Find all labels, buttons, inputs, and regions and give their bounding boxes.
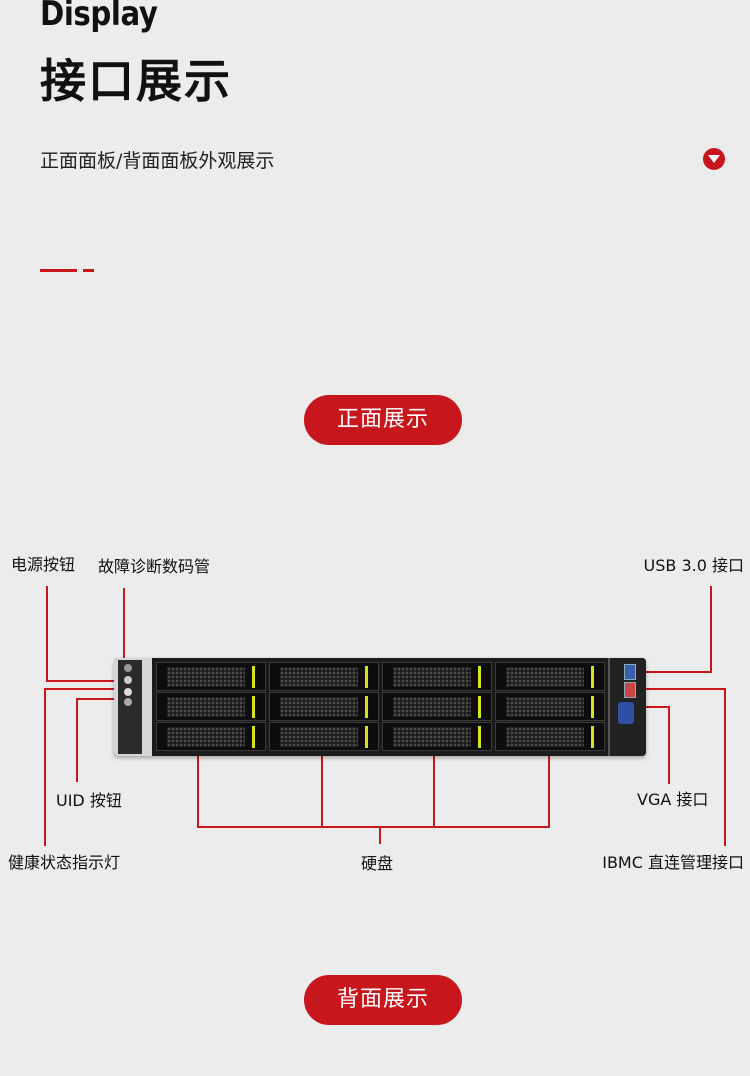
health-led-icon — [124, 688, 132, 696]
drive-bay[interactable] — [156, 722, 266, 751]
drive-bay[interactable] — [269, 692, 379, 721]
usb-port-icon[interactable] — [624, 664, 636, 680]
accent-line — [40, 269, 77, 272]
front-view-button[interactable]: 正面展示 — [304, 395, 462, 445]
rear-view-button[interactable]: 背面展示 — [304, 975, 462, 1025]
label-health-led: 健康状态指示灯 — [8, 853, 121, 872]
server-front-panel — [114, 658, 646, 756]
chevron-down-circle-icon[interactable] — [703, 148, 725, 170]
section-title: 接口展示 — [40, 54, 232, 108]
right-io-ear — [608, 658, 646, 756]
label-fault-display: 故障诊断数码管 — [98, 557, 211, 576]
label-usb-port: USB 3.0 接口 — [643, 556, 744, 575]
drive-bay[interactable] — [269, 662, 379, 691]
drive-bay[interactable] — [156, 692, 266, 721]
drive-bay[interactable] — [495, 692, 605, 721]
drive-bay[interactable] — [382, 692, 492, 721]
section-subtitle: 正面面板/背面面板外观展示 — [40, 150, 275, 172]
ibmc-port-icon[interactable] — [624, 682, 636, 698]
left-control-ear — [114, 658, 152, 756]
label-ibmc-port: IBMC 直连管理接口 — [602, 853, 744, 872]
vga-port-icon[interactable] — [618, 702, 634, 724]
drive-bay[interactable] — [495, 722, 605, 751]
label-uid-button: UID 按钮 — [56, 791, 122, 810]
power-button-icon[interactable] — [124, 676, 132, 684]
uid-button-icon[interactable] — [124, 698, 132, 706]
drive-bay[interactable] — [495, 662, 605, 691]
section-title-en: Display — [40, 0, 158, 34]
drive-bay[interactable] — [382, 662, 492, 691]
fault-display-icon — [124, 664, 132, 672]
label-disk: 硬盘 — [361, 854, 394, 873]
label-power-button: 电源按钮 — [11, 555, 76, 574]
drive-bay[interactable] — [156, 662, 266, 691]
drive-bay[interactable] — [382, 722, 492, 751]
label-vga-port: VGA 接口 — [637, 790, 709, 809]
drive-bay[interactable] — [269, 722, 379, 751]
accent-dash — [83, 269, 94, 272]
